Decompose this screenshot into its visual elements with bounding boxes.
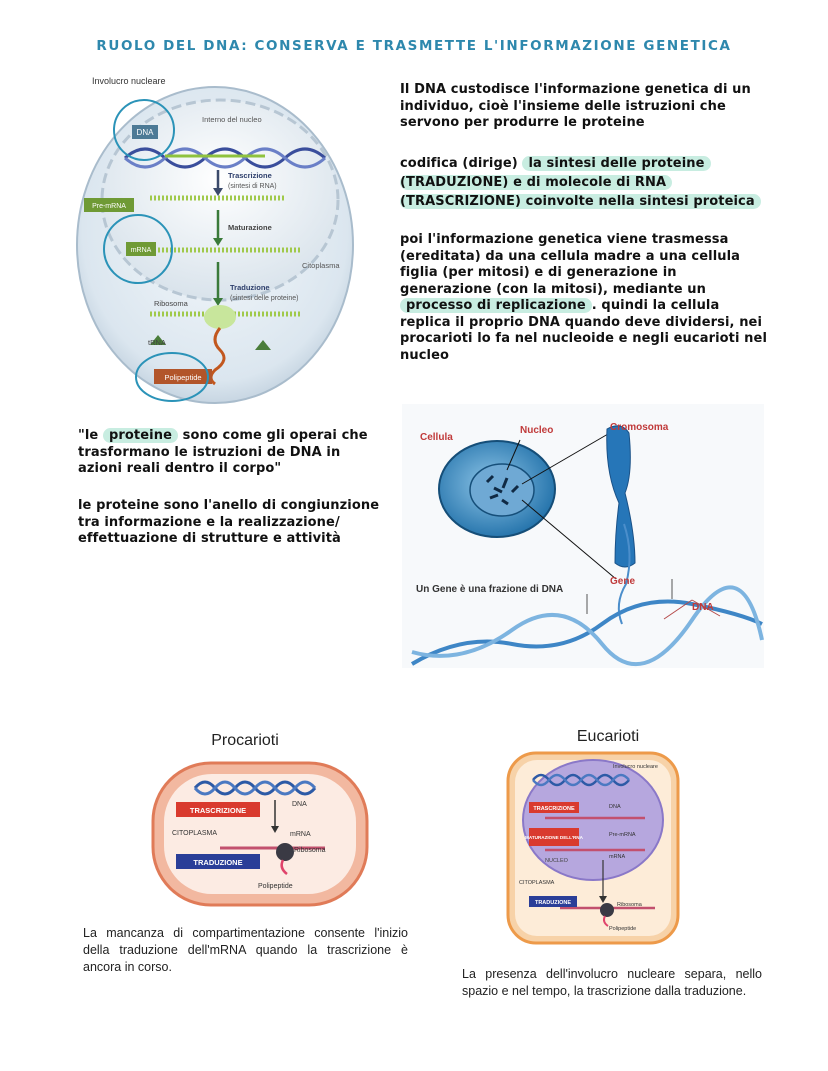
text-block-2-d: (TRASCRIZIONE) coinvolte nella sintesi p… [400, 194, 761, 209]
quote-highlight: proteine [102, 428, 178, 443]
citoplasma-label: Citoplasma [302, 261, 340, 270]
gene-caption: Un Gene è una frazione di DNA [416, 584, 563, 595]
eucarioti-traduzione: TRADUZIONE [535, 900, 571, 906]
eucarioti-title: Eucarioti [576, 728, 640, 745]
quote-block: "le proteine sono come gli operai che tr… [78, 428, 368, 478]
cellula-label: Cellula [420, 432, 453, 443]
procarioti-dna: DNA [292, 801, 307, 808]
text-block-3: poi l'informazione genetica viene trasme… [400, 232, 772, 364]
dna-label: DNA [137, 128, 155, 137]
involucro-label: Involucro nucleare [92, 76, 166, 86]
eucarioti-trascrizione: TRASCRIZIONE [533, 806, 575, 812]
eucarioti-pre-mrna: Pre-mRNA [609, 832, 636, 838]
interno-label: Interno del nucleo [202, 115, 262, 124]
ribosoma-label: Ribosoma [154, 299, 189, 308]
procarioti-ribosoma: Ribosoma [294, 847, 326, 854]
mrna-highlight-circle [103, 214, 173, 284]
trascrizione-sub-label: (sintesi di RNA) [228, 183, 277, 190]
maturazione-label: Maturazione [228, 223, 272, 232]
page-title: RUOLO DEL DNA: CONSERVA E TRASMETTE L'IN… [96, 38, 732, 54]
eucarioti-dna: DNA [609, 804, 621, 810]
procarioti-title: Procarioti [211, 732, 279, 749]
traduzione-sub-label: (sintesi delle proteine) [230, 295, 298, 302]
procarioti-diagram: TRASCRIZIONE DNA CITOPLASMA mRNA Ribosom… [151, 761, 369, 907]
gene-expression-diagram: DNA Pre-mRNA mRNA Polipeptide Involucro … [76, 76, 354, 404]
eucarioti-mrna: mRNA [609, 854, 626, 860]
procarioti-traduzione: TRADUZIONE [193, 858, 242, 867]
eucarioti-caption: La presenza dell'involucro nucleare sepa… [462, 967, 762, 998]
quote-a: "le [78, 428, 103, 443]
dna-highlight-circle [113, 99, 175, 161]
eucarioti-nucleo: NUCLEO [545, 858, 569, 864]
text-block-3-c: . quindi la cellula replica il proprio D… [400, 298, 767, 363]
eucarioti-diagram: TRASCRIZIONE DNA MATURAZIONE DELL'RNA Pr… [506, 751, 680, 945]
text-block-1: Il DNA custodisce l'informazione genetic… [400, 82, 751, 130]
eucarioti-involucro: Involucro nucleare [613, 764, 658, 770]
text-block-2-a: codifica (dirige) [400, 156, 523, 171]
text-block-2-c: (TRADUZIONE) e di molecole di RNA [400, 175, 673, 190]
nucleo-label: Nucleo [520, 425, 553, 436]
polipeptide-label: Polipeptide [164, 373, 201, 382]
cromosoma-label: Cromosoma [610, 422, 669, 433]
gene-label: Gene [610, 576, 635, 587]
eucarioti-maturazione: MATURAZIONE DELL'RNA [525, 835, 584, 840]
text-block-2-highlight: la sintesi delle proteine [522, 156, 711, 171]
procarioti-polipeptide: Polipeptide [258, 883, 293, 890]
nucleus-shape [469, 463, 535, 517]
eucarioti-ribosoma: Ribosoma [617, 902, 643, 908]
mrna-label: mRNA [131, 247, 152, 254]
gene-chromosome-diagram: Cellula Nucleo Cromosoma Un Gene è una f… [402, 404, 764, 668]
procarioti-citoplasma: CITOPLASMA [172, 830, 217, 837]
chromosome-shape [606, 425, 636, 568]
pre-mrna-label: Pre-mRNA [92, 203, 126, 210]
procarioti-mrna: mRNA [290, 831, 311, 838]
trna-label: tRNA [148, 338, 166, 347]
procarioti-caption: La mancanza di compartimentazione consen… [83, 926, 408, 974]
procarioti-trascrizione: TRASCRIZIONE [190, 806, 246, 815]
eucarioti-polipeptide: Polipeptide [609, 926, 636, 932]
text-block-4: le proteine sono l'anello di congiunzion… [78, 498, 380, 546]
text-block-2: codifica (dirige) la sintesi delle prote… [400, 154, 790, 211]
dna-label: DNA [692, 602, 714, 613]
polipeptide-highlight-circle [135, 352, 209, 402]
text-block-3-a: poi l'informazione genetica viene trasme… [400, 232, 741, 297]
trascrizione-label: Trascrizione [228, 171, 272, 180]
text-block-3-highlight: processo di replicazione [400, 298, 592, 313]
eucarioti-citoplasma: CITOPLASMA [519, 880, 555, 886]
traduzione-label: Traduzione [230, 283, 270, 292]
quote-c: sono come gli operai che trasformano le … [78, 428, 368, 476]
